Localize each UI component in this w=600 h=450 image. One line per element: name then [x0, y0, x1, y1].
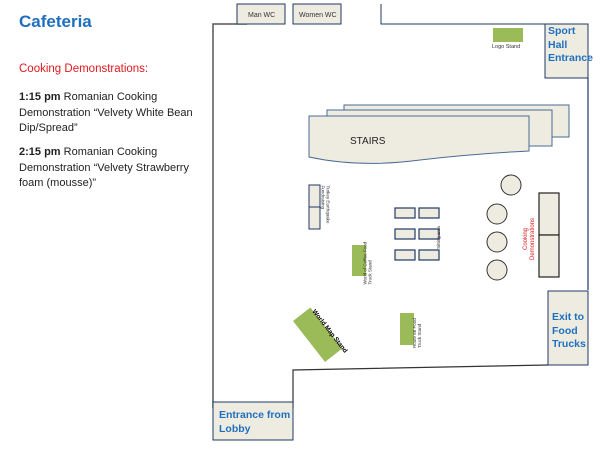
turkey-stand-bottom: [308, 206, 321, 230]
women-wc-room: [292, 3, 342, 25]
exit-food-trucks-label[interactable]: Exit to Food Trucks: [552, 311, 586, 350]
route66-stand: [400, 313, 414, 345]
cooking-demo-label: Cooking Demonstrations: [523, 217, 536, 261]
schedule-item: 2:15 pm Romanian Cooking Demonstration “…: [19, 145, 199, 192]
page-title: Cafeteria: [19, 12, 92, 31]
stairs-front: [308, 115, 530, 164]
women-wc-label: Women WC: [299, 12, 337, 19]
sport-hall-entrance-label[interactable]: Sport Hall Entrance: [548, 25, 593, 64]
coffee-stand-label: World of Coffee Food Truck Stand: [362, 241, 373, 285]
logo-stand: [493, 28, 523, 42]
entrance-lobby-room: [212, 401, 294, 441]
schedule-time: 1:15 pm: [19, 91, 61, 103]
entrance-lobby-label[interactable]: Entrance from Lobby: [219, 409, 291, 435]
wall-bottom: [292, 364, 549, 408]
schedule-item: 1:15 pm Romanian Cooking Demonstration “…: [19, 90, 199, 137]
schedule-heading: Cooking Demonstrations:: [19, 63, 149, 75]
cooking-table-top: [538, 192, 560, 236]
turkey-stand-top: [308, 184, 321, 208]
schedule-time: 2:15 pm: [19, 146, 61, 158]
wall-outline: [212, 23, 247, 408]
man-wc-label: Man WC: [248, 12, 276, 19]
schedule-text: Romanian Cooking Demonstration “Velvety …: [19, 146, 189, 189]
exit-food-trucks-room: [547, 290, 589, 366]
stairs-label: STAIRS: [350, 136, 386, 147]
wall-top-right: [380, 4, 546, 25]
sitting-area-label: Sitting area: [435, 226, 441, 249]
schedule-text: Romanian Cooking Demonstration “Velvety …: [19, 91, 193, 134]
cooking-seats: [486, 174, 522, 281]
sport-hall-entrance-room: [544, 23, 589, 79]
coffee-stand: [352, 245, 366, 276]
man-wc-room: [236, 3, 286, 25]
logo-stand-label: Logo Stand: [492, 44, 521, 50]
sitting-area-tables: [394, 207, 440, 261]
world-map-stand: [293, 307, 343, 362]
turkey-stand-label: Turkey Earthquake Fundraising: [320, 185, 331, 224]
cooking-table-bottom: [538, 234, 560, 278]
route66-stand-label: Route 66 Food Truck Stand: [412, 318, 422, 348]
